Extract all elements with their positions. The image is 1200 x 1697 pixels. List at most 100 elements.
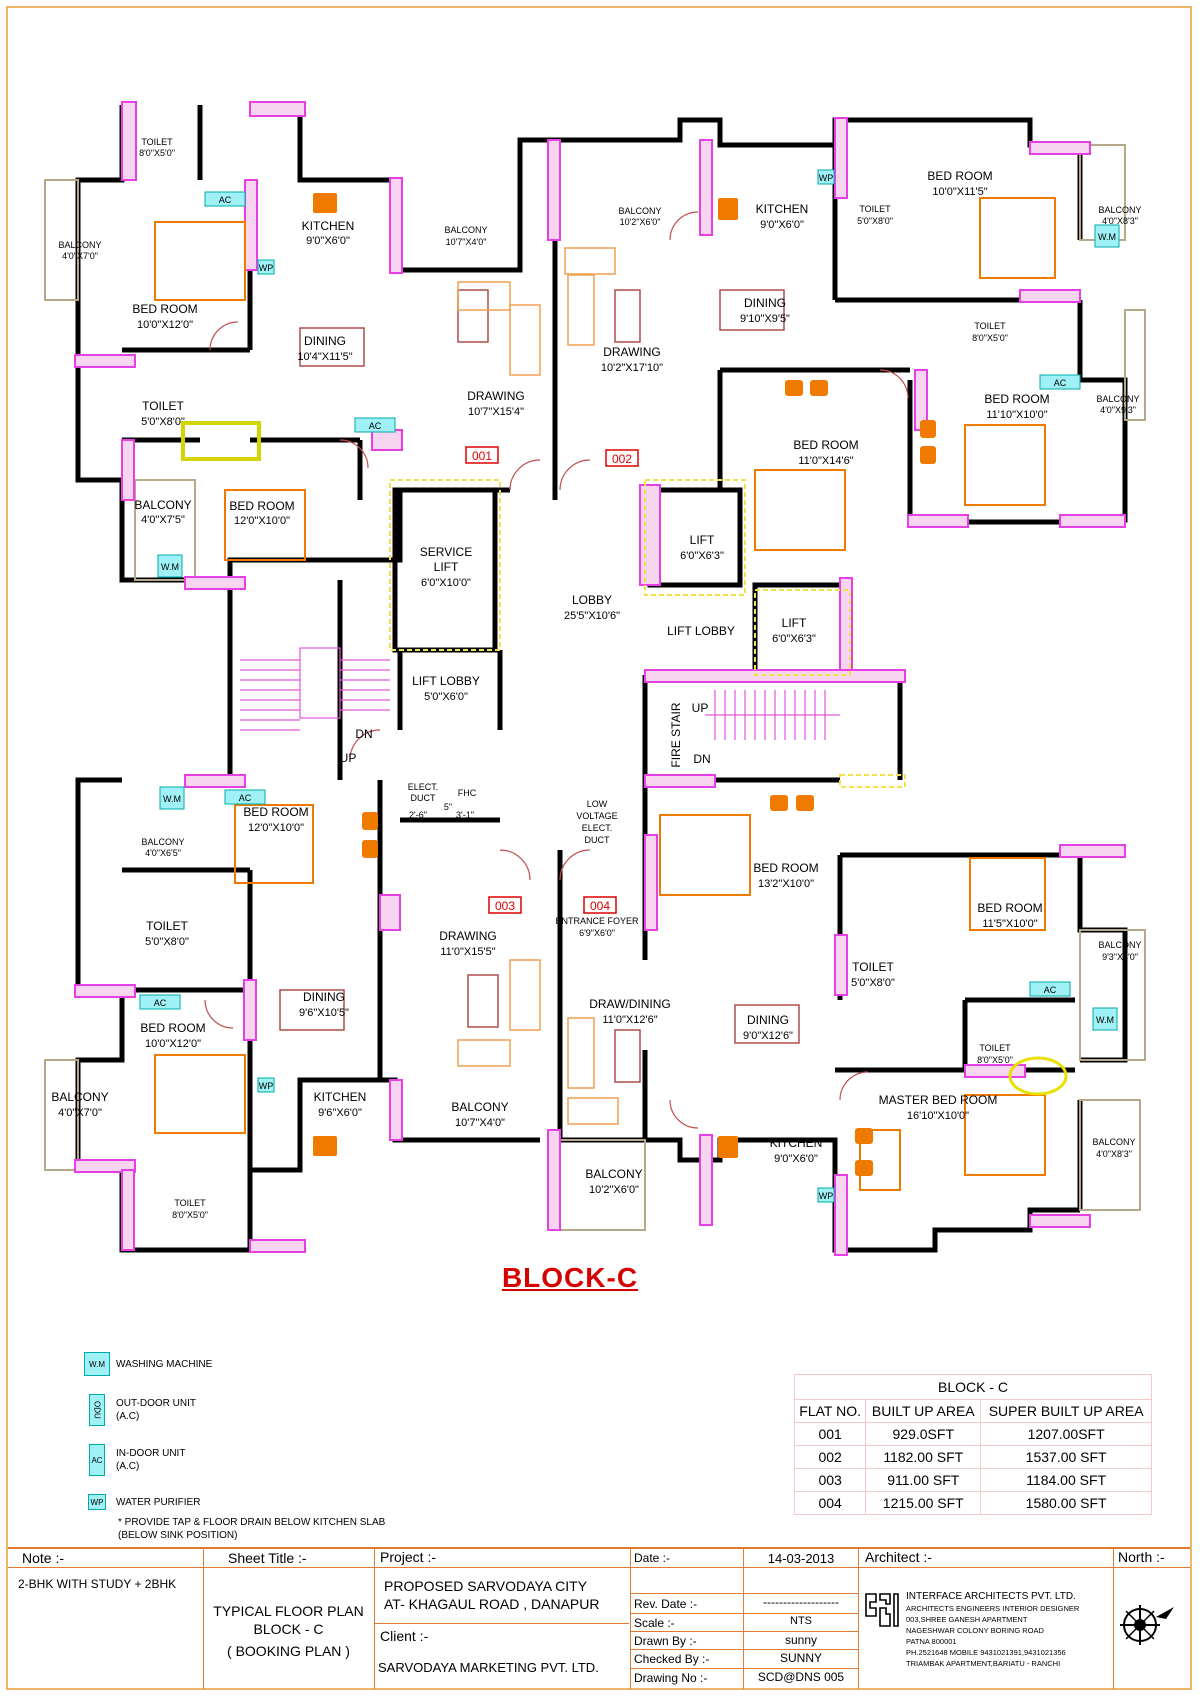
drawn-by-value: sunny: [784, 1633, 818, 1647]
room-dim: 6'0"X10'0": [421, 577, 471, 589]
staircase-left: [240, 647, 390, 731]
scale-label: Scale :-: [634, 1616, 675, 1630]
room-dim: 11'0"X15'5": [440, 946, 495, 958]
walls: [75, 102, 1128, 1253]
ac-label: AC: [1054, 378, 1067, 388]
room-name: LIFT: [782, 616, 807, 630]
ac-label: AC: [219, 195, 232, 205]
room-name: LIFT: [434, 560, 459, 574]
furniture-dining: [279, 289, 800, 1083]
wm-label: W.M: [1098, 232, 1116, 242]
project-name: PROPOSED SARVODAYA CITY: [384, 1578, 588, 1594]
wm-label: W.M: [161, 562, 179, 572]
room-dim: 10'7"X4'0": [455, 1117, 505, 1129]
table-cell: 004: [793, 1491, 867, 1515]
room-name: BED ROOM: [793, 438, 858, 452]
wp-label: WP: [259, 1081, 274, 1091]
room-dim: 6'0"X6'3": [680, 550, 724, 562]
water-purifier-icon: WP: [88, 1494, 106, 1510]
room-name: BED ROOM: [140, 1021, 205, 1035]
note-label: Note :-: [22, 1550, 65, 1566]
room-dim: 5'0"X8'0": [141, 416, 185, 428]
legend-text: IN-DOOR UNIT: [116, 1448, 186, 1459]
legend-item: WP WATER PURIFIER: [84, 1494, 424, 1510]
title-block-divider: [1113, 1547, 1114, 1689]
title-block-divider: [630, 1547, 631, 1689]
room-name: BALCONY: [141, 837, 184, 847]
table-row: 001 929.0SFT 1207.00SFT: [793, 1422, 1152, 1446]
title-block-divider: [630, 1668, 858, 1669]
room-dim: 12'0"X10'0": [234, 515, 290, 527]
room-name: BALCONY: [51, 1090, 108, 1104]
room-name: DINING: [304, 334, 346, 348]
table-cell: 1537.00 SFT: [980, 1445, 1152, 1469]
rev-date-label: Rev. Date :-: [634, 1597, 698, 1611]
table-cell: 003: [793, 1468, 867, 1492]
wm-label: W.M: [1096, 1015, 1114, 1025]
table-cell: 1182.00 SFT: [865, 1445, 982, 1469]
drawing-frame: [6, 6, 1192, 1690]
flat-numbers: 001 002 003 004: [465, 446, 639, 914]
duct-label: DUCT: [585, 835, 610, 845]
room-name: KITCHEN: [770, 1136, 823, 1150]
room-dim: 4'0"X6'5": [145, 848, 181, 858]
block-title: BLOCK-C: [501, 1262, 639, 1293]
room-name: KITCHEN: [314, 1090, 367, 1104]
furniture-beds: [154, 197, 1056, 1191]
rev-date-value: -------------------: [763, 1595, 839, 1609]
washing-machine-icon: W.M: [84, 1352, 110, 1376]
architect-label: Architect :-: [865, 1549, 932, 1565]
title-block-divider: [8, 1567, 1190, 1568]
highlight-box: [181, 421, 261, 461]
room-name: BED ROOM: [753, 861, 818, 875]
room-name: BED ROOM: [927, 169, 992, 183]
room-dim: 10'2"X6'0": [589, 1184, 639, 1196]
flat-number: 002: [612, 452, 632, 466]
client-label: Client :-: [380, 1628, 429, 1644]
room-name: DINING: [303, 990, 345, 1004]
room-dim: 8'0"X5'0": [972, 333, 1008, 343]
area-table: BLOCK - C FLAT NO. BUILT UP AREA SUPER B…: [793, 1374, 1152, 1515]
legend-text: (A.C): [116, 1461, 140, 1472]
furniture-chairs: [313, 193, 936, 1176]
legend-text: OUT-DOOR UNIT: [116, 1398, 196, 1409]
room-dim: 5'0"X6'0": [424, 691, 468, 703]
stair-dn: DN: [693, 752, 710, 766]
title-block-divider: [743, 1547, 744, 1689]
scale-value: NTS: [790, 1615, 812, 1627]
highlight-ellipse: [1008, 1056, 1068, 1096]
ac-label: AC: [1044, 985, 1057, 995]
room-dim: 4'0"X7'0": [62, 251, 98, 261]
furniture-sofas: [457, 247, 619, 1125]
table-cell: 001: [793, 1422, 867, 1446]
duct-label: ELECT.: [408, 782, 439, 792]
room-dim: 6'0"X6'3": [772, 633, 816, 645]
room-dim: 8'0"X5'0": [977, 1055, 1013, 1065]
checked-by-value: SUNNY: [779, 1651, 822, 1665]
room-name: TOILET: [859, 204, 891, 214]
title-block-divider: [630, 1649, 858, 1650]
staircase-fire: [705, 690, 840, 740]
room-name: LIFT LOBBY: [412, 674, 480, 688]
project-label: Project :-: [380, 1549, 437, 1565]
drawn-by-label: Drawn By :-: [634, 1634, 697, 1648]
title-block-divider: [630, 1631, 858, 1632]
legend-text: WATER PURIFIER: [116, 1496, 201, 1508]
room-dim: 8'0"X5'0": [172, 1210, 208, 1220]
room-name: LIFT LOBBY: [667, 624, 735, 638]
room-name: BED ROOM: [229, 499, 294, 513]
room-name: DINING: [747, 1013, 789, 1027]
room-name: FIRE STAIR: [669, 702, 683, 767]
client-name: SARVODAYA MARKETING PVT. LTD.: [378, 1660, 599, 1675]
room-name: BED ROOM: [977, 901, 1042, 915]
room-dim: 11'0"X14'6": [798, 455, 853, 467]
outdoor-unit-icon: ODU: [89, 1394, 105, 1426]
date-value: 14-03-2013: [767, 1551, 835, 1566]
architect-logo-icon: [865, 1593, 899, 1627]
legend-item: W.M WASHING MACHINE: [84, 1352, 424, 1376]
room-dim: 9'0"X6'0": [306, 235, 350, 247]
columns: [74, 101, 1126, 1256]
room-name: DRAWING: [603, 345, 661, 359]
table-cell: 1580.00 SFT: [980, 1491, 1152, 1515]
room-name: TOILET: [852, 960, 894, 974]
